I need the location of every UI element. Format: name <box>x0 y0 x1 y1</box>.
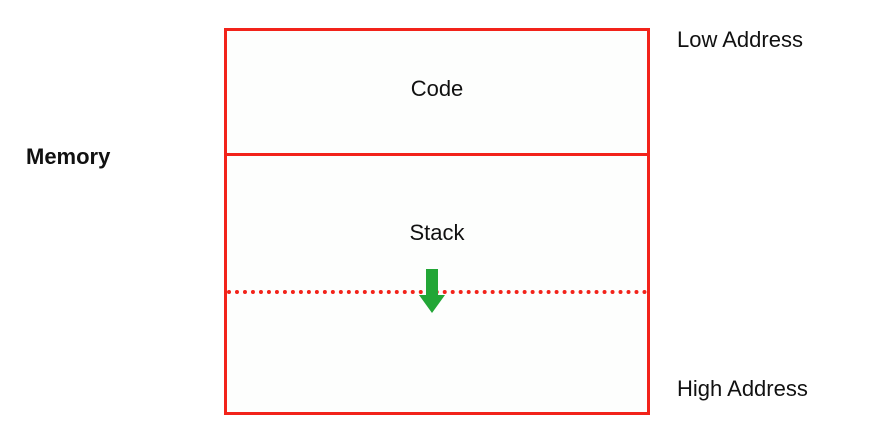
high-address-label: High Address <box>677 376 808 401</box>
memory-label: Memory <box>26 144 111 169</box>
segment-divider <box>227 153 647 156</box>
memory-box: Code Stack <box>224 28 650 415</box>
low-address-label: Low Address <box>677 27 803 52</box>
stack-growth-arrow-icon <box>419 269 445 313</box>
stack-segment-label: Stack <box>409 220 465 245</box>
code-segment-label: Code <box>410 76 464 101</box>
